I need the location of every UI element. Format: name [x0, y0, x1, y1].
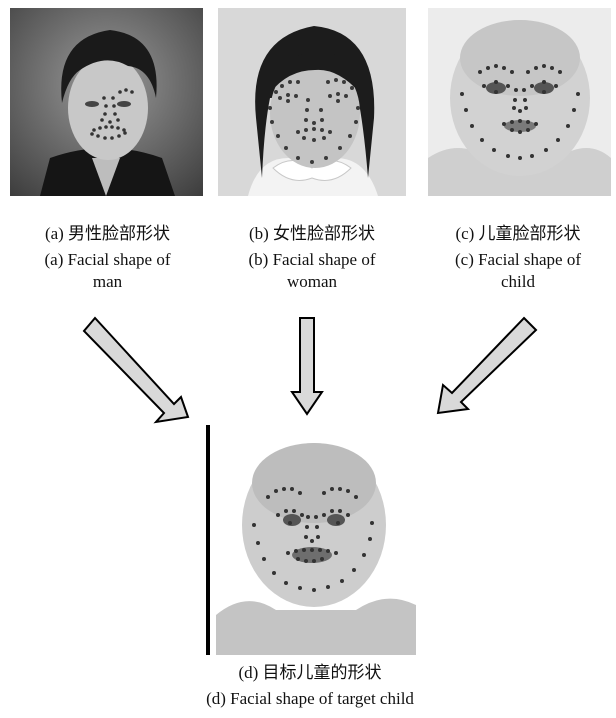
photo-target-child [206, 425, 416, 655]
caption-target-en: (d) Facial shape of target child [150, 688, 470, 710]
arrow-from-man [84, 318, 188, 422]
caption-target-cn: (d) 目标儿童的形状 [150, 662, 470, 684]
arrow-from-woman [292, 318, 322, 414]
arrow-from-child [438, 318, 536, 413]
caption-target: (d) 目标儿童的形状 (d) Facial shape of target c… [150, 662, 470, 710]
